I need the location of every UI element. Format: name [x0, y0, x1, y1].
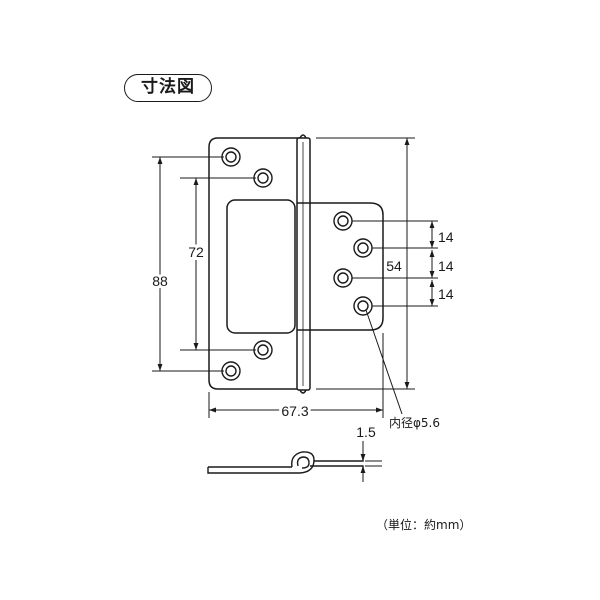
dim-88-label: 88: [152, 273, 168, 289]
hinge-knuckle: [296, 134, 311, 394]
screw-holes: [221, 147, 373, 381]
dim-54-label: 54: [386, 258, 402, 274]
dim-1-5: [360, 441, 382, 482]
dim-88: [152, 156, 224, 372]
unit-note: （単位：約mm）: [376, 518, 472, 532]
dim-54: [316, 137, 415, 390]
hole-diameter-leader: [365, 309, 403, 415]
hole-right-3: [333, 268, 353, 288]
dim-14-label-1: 14: [438, 229, 454, 245]
dim-1-5-label: 1.5: [356, 424, 376, 440]
dim-72-label: 72: [188, 244, 204, 260]
page-title: 寸法図: [124, 74, 212, 102]
hole-left-3: [253, 340, 273, 360]
hole-left-4: [221, 361, 241, 381]
hole-diameter-label: 内径φ5.6: [389, 416, 440, 430]
dim-14-label-3: 14: [438, 286, 454, 302]
dim-14-group: [352, 220, 438, 307]
hinge-side-profile: [207, 451, 364, 474]
hole-left-1: [221, 147, 241, 167]
leaf-cutout: [226, 199, 296, 334]
dim-14-label-2: 14: [438, 258, 454, 274]
hole-right-1: [333, 211, 353, 231]
dim-67-3-label: 67.3: [281, 403, 308, 419]
hole-right-2: [353, 238, 373, 258]
hole-left-2: [253, 168, 273, 188]
dim-67-3: [208, 333, 384, 418]
dim-72: [180, 177, 256, 351]
hole-right-4: [353, 296, 373, 316]
